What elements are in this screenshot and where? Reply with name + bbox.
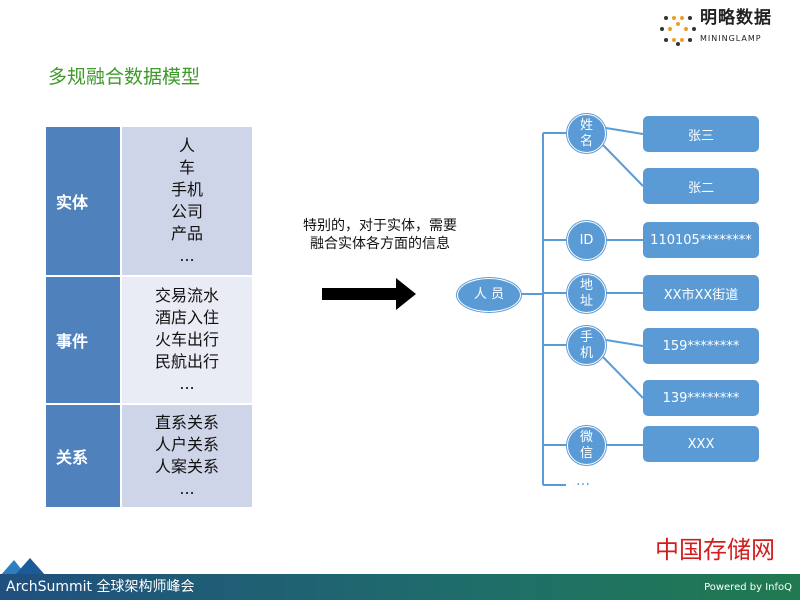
item: 人户关系 [154, 435, 219, 454]
attr-node-phone: 手 机 [567, 326, 606, 365]
logo-cn: 明略数据 [700, 8, 772, 28]
row-label-event: 事件 [46, 277, 120, 405]
item: 车 [178, 158, 195, 177]
value-box: 张二 [643, 168, 759, 204]
value-box: 159******** [643, 328, 759, 364]
item: ... [179, 479, 195, 498]
value-box: 110105******** [643, 222, 759, 258]
value-box: 139******** [643, 380, 759, 416]
item: 酒店入住 [154, 308, 219, 327]
attr-node-name: 姓 名 [567, 114, 606, 153]
item: 产品 [170, 224, 203, 243]
row-content-relation: 直系关系人户关系人案关系... [122, 405, 252, 507]
item: ... [179, 246, 195, 265]
more-ellipsis: … [576, 473, 590, 489]
archsummit-mountain-icon [0, 558, 46, 576]
footer-bar [0, 574, 800, 600]
row-label-relation: 关系 [46, 405, 120, 507]
footer-brand: ArchSummit 全球架构师峰会 [6, 579, 195, 595]
logo-en: MININGLAMP [700, 34, 762, 43]
item: 公司 [170, 202, 203, 221]
value-box: 张三 [643, 116, 759, 152]
attr-node-wechat: 微 信 [567, 426, 606, 465]
logo-icon [660, 16, 696, 46]
item: 火车出行 [154, 330, 219, 349]
item: 人 [178, 136, 195, 155]
watermark: 中国存储网 [655, 536, 775, 564]
footer-powered: Powered by InfoQ [704, 582, 792, 593]
description-line: 融合实体各方面的信息 [310, 236, 450, 252]
root-node-person: 人 员 [457, 278, 521, 312]
page-title: 多规融合数据模型 [48, 66, 201, 88]
item: 直系关系 [154, 413, 219, 432]
description-line: 特别的，对于实体，需要 [303, 218, 457, 234]
item: 民航出行 [154, 352, 219, 371]
value-box: XXX [643, 426, 759, 462]
item: 交易流水 [154, 286, 219, 305]
row-label-entity: 实体 [46, 127, 120, 277]
row-content-event: 交易流水酒店入住火车出行民航出行... [122, 277, 252, 405]
item: 人案关系 [154, 457, 219, 476]
attr-node-id: ID [567, 221, 606, 260]
right-arrow-icon [322, 278, 416, 310]
value-box: XX市XX街道 [643, 275, 759, 311]
item: 手机 [170, 180, 203, 199]
attr-node-address: 地 址 [567, 274, 606, 313]
item: ... [179, 374, 195, 393]
row-content-entity: 人车手机公司产品... [122, 127, 252, 277]
description: 特别的，对于实体，需要 融合实体各方面的信息 [270, 217, 490, 253]
